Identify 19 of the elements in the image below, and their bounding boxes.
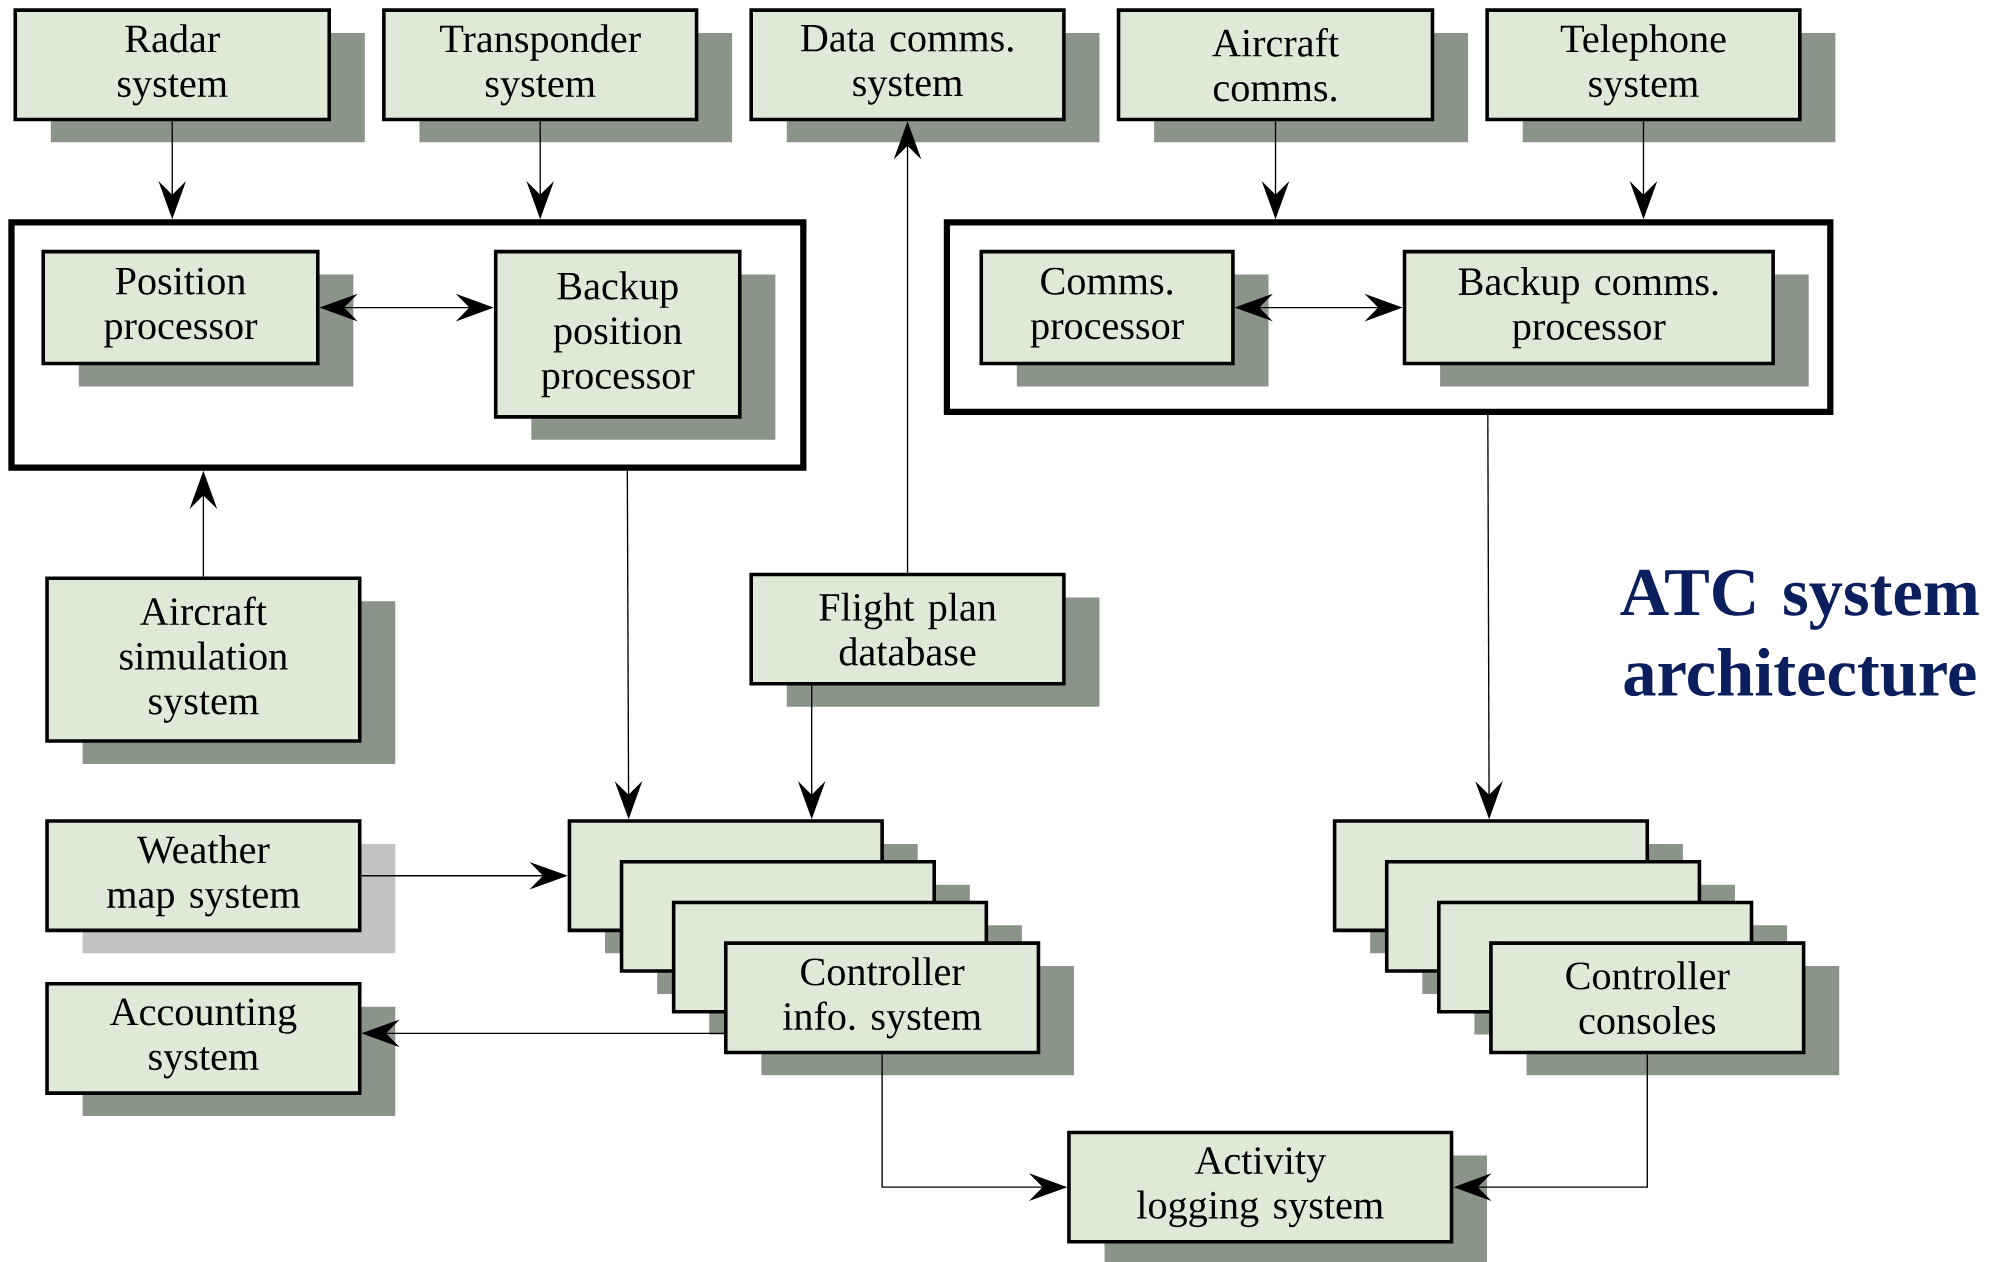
system-box: Controller consoles bbox=[1489, 941, 1840, 1076]
title: ATC system architecture bbox=[1620, 569, 1979, 697]
system-box: Accounting system bbox=[45, 981, 396, 1116]
group-frame bbox=[8, 219, 807, 471]
system-box: Comms. processor bbox=[979, 249, 1269, 387]
system-box: Position processor bbox=[41, 249, 354, 387]
system-box: Backup comms. processor bbox=[1402, 249, 1809, 387]
system-box: Flight plan database bbox=[749, 572, 1100, 707]
system-box: Backup position processor bbox=[493, 249, 776, 440]
system-box: Aircraft simulation system bbox=[45, 576, 396, 764]
system-box: Radar system bbox=[13, 8, 365, 143]
system-box: Data comms. system bbox=[749, 8, 1100, 143]
group-frame bbox=[943, 219, 1834, 415]
system-box: Aircraft comms. bbox=[1116, 8, 1469, 143]
system-box: Activity logging system bbox=[1067, 1130, 1488, 1262]
system-box: Transponder system bbox=[382, 8, 733, 143]
system-box: Controller info. system bbox=[724, 941, 1075, 1076]
system-box: Weather map system bbox=[45, 819, 396, 954]
system-box: Telephone system bbox=[1485, 8, 1836, 143]
